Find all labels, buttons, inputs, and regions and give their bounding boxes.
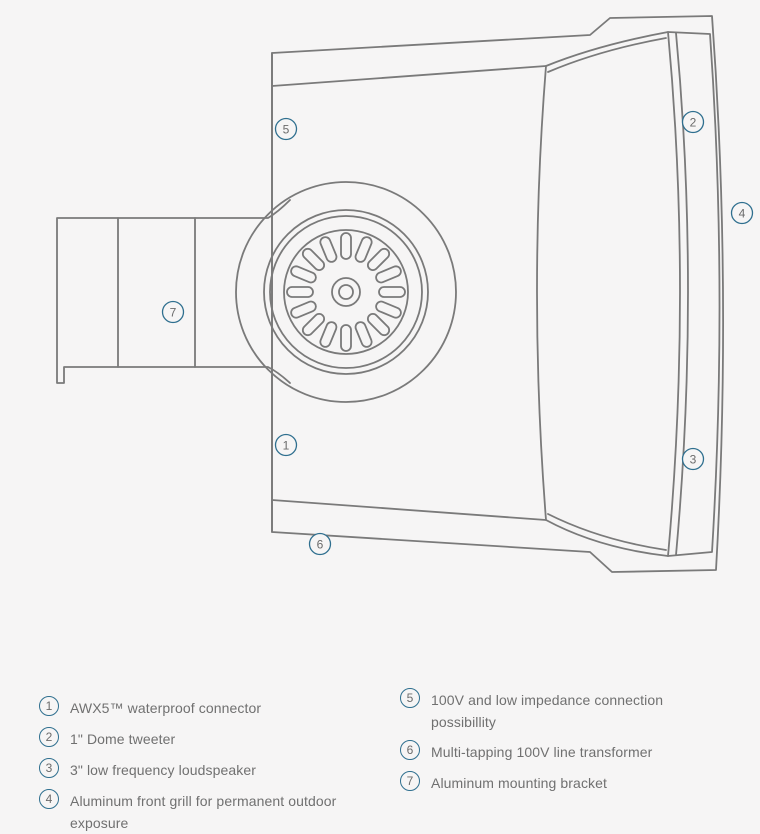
pivot-fin: [340, 324, 352, 352]
pivot-fin: [290, 265, 317, 284]
enclosure-outline: [271, 15, 725, 573]
grill-inner-edge: [547, 37, 667, 73]
callout-4: 4: [730, 201, 754, 225]
pivot-fin: [366, 312, 391, 337]
grill-front-curve-2: [675, 32, 689, 556]
pivot-hub: [331, 277, 361, 307]
pivot-fin: [286, 286, 314, 298]
pivot-spokes: [286, 232, 406, 352]
grill-front-curve: [667, 31, 681, 557]
pivot-fin: [319, 236, 338, 263]
enclosure-bottom-edge: [271, 499, 547, 521]
legend-label: 100V and low impedance connection possib…: [431, 692, 664, 730]
pivot-ring-inner: [269, 215, 423, 369]
pivot-fin: [378, 286, 406, 298]
pivot-fin: [354, 321, 373, 348]
pivot-fin: [354, 236, 373, 263]
legend-label: Multi-tapping 100V line transformer: [431, 744, 653, 760]
legend-label: 3" low frequency loudspeaker: [70, 762, 256, 778]
pivot-fin: [290, 300, 317, 319]
pivot-fin: [301, 312, 326, 337]
pivot-inner: [283, 229, 409, 355]
pivot-fin: [375, 265, 402, 284]
pivot-hub-inner: [338, 284, 354, 300]
legend-label: 1" Dome tweeter: [70, 731, 176, 747]
legend-number: 6: [400, 740, 420, 760]
speaker-diagram: 5 2 4 7 1 3 6: [56, 15, 754, 573]
svg-text:1: 1: [283, 439, 290, 453]
pivot-fin: [375, 300, 402, 319]
callout-3: 3: [681, 447, 705, 471]
legend-label: Aluminum mounting bracket: [431, 775, 608, 791]
svg-text:5: 5: [283, 123, 290, 137]
legend-right: 5 100V and low impedance connection poss…: [400, 688, 730, 808]
pivot-fin: [319, 321, 338, 348]
pivot-outer: [235, 181, 457, 403]
legend-number: 2: [39, 727, 59, 747]
legend-number: 7: [400, 771, 420, 791]
legend-number: 5: [400, 688, 420, 708]
callout-5: 5: [274, 117, 298, 141]
legend-left: 1 AWX5™ waterproof connector 2 1" Dome t…: [39, 696, 369, 832]
grill-inner-edge-bottom: [547, 513, 667, 551]
callout-7: 7: [161, 300, 185, 324]
callout-6: 6: [308, 532, 332, 556]
svg-text:3: 3: [690, 453, 697, 467]
legend-number: 4: [39, 789, 59, 809]
callout-2: 2: [681, 110, 705, 134]
mounting-bracket: [56, 199, 291, 384]
svg-text:4: 4: [739, 207, 746, 221]
enclosure-top-edge: [271, 65, 547, 87]
svg-text:2: 2: [690, 116, 697, 130]
front-grill: [536, 31, 721, 557]
legend-number: 3: [39, 758, 59, 778]
legend-number: 1: [39, 696, 59, 716]
pivot-fin: [301, 247, 326, 272]
legend-label: AWX5™ waterproof connector: [70, 700, 262, 716]
pivot-ring: [263, 209, 429, 375]
callout-1: 1: [274, 433, 298, 457]
svg-text:6: 6: [317, 538, 324, 552]
pivot-fin: [340, 232, 352, 260]
legend-label: Aluminum front grill for permanent outdo…: [70, 793, 337, 831]
svg-text:7: 7: [170, 306, 177, 320]
pivot-fin: [366, 247, 391, 272]
